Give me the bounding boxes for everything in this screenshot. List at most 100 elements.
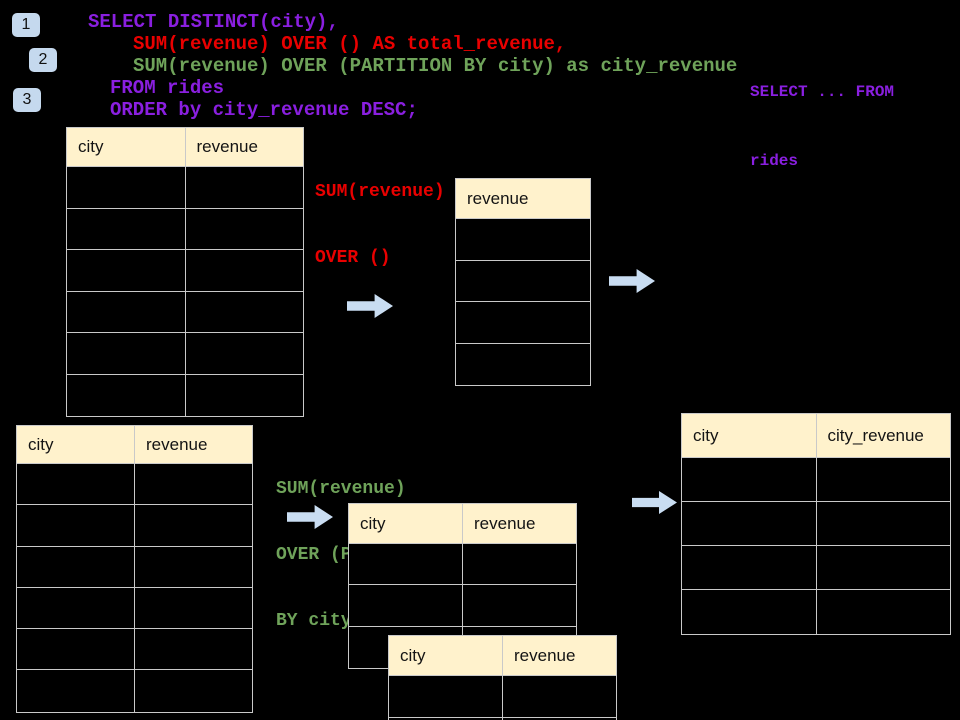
table-row	[67, 333, 303, 375]
sql-line-partition: SUM(revenue) OVER (PARTITION BY city) as…	[133, 55, 738, 77]
empty-cell	[349, 585, 463, 627]
empty-cell	[503, 676, 616, 718]
empty-cell	[17, 505, 135, 547]
side-note-select-from-rides: SELECT ... FROM rides	[750, 35, 894, 219]
empty-cell	[135, 464, 252, 506]
sql-line-total-revenue: SUM(revenue) OVER () AS total_revenue,	[133, 33, 567, 55]
sql-line-order-by: ORDER by city_revenue DESC;	[110, 99, 418, 121]
step-badge-2: 2	[29, 48, 57, 72]
empty-cell	[389, 717, 503, 720]
table-row	[17, 629, 252, 671]
table-row	[17, 505, 252, 547]
empty-cell	[135, 629, 252, 671]
empty-cell	[17, 587, 135, 630]
empty-cell	[456, 219, 590, 261]
column-header: city	[682, 414, 817, 458]
empty-cell	[135, 670, 252, 711]
annotation-line: SUM(revenue)	[276, 479, 406, 499]
empty-cell	[682, 590, 817, 634]
column-header: revenue	[456, 179, 590, 219]
table-total-revenue-result: revenue	[455, 178, 591, 386]
column-header: revenue	[185, 128, 303, 167]
arrow-right-icon	[609, 269, 655, 293]
empty-cell	[17, 546, 135, 588]
table-row	[456, 302, 590, 344]
table-row	[349, 544, 576, 586]
table-row	[17, 546, 252, 588]
table-row	[67, 208, 303, 250]
column-header: city_revenue	[816, 414, 950, 458]
empty-cell	[185, 250, 303, 292]
empty-cell	[17, 629, 135, 671]
empty-cell	[817, 590, 951, 634]
empty-cell	[185, 167, 303, 209]
sql-line-select: SELECT DISTINCT(city),	[88, 11, 339, 33]
empty-cell	[463, 544, 576, 586]
column-header: city	[349, 504, 463, 544]
empty-cell	[67, 291, 186, 333]
empty-cell	[135, 588, 252, 630]
empty-cell	[17, 670, 135, 712]
table-row	[17, 587, 252, 630]
arrow-right-icon	[632, 491, 677, 514]
column-header: revenue	[463, 504, 576, 544]
annotation-line: OVER ()	[315, 248, 391, 268]
empty-cell	[67, 167, 186, 209]
empty-cell	[456, 302, 590, 344]
empty-cell	[135, 505, 252, 547]
table-row	[67, 291, 303, 333]
table-row	[67, 167, 303, 209]
empty-cell	[816, 458, 950, 502]
column-header: city	[67, 128, 186, 167]
sql-line-from: FROM rides	[110, 77, 225, 99]
annotation-sum-over-all: SUM(revenue) OVER ()	[315, 137, 445, 313]
empty-cell	[349, 544, 463, 586]
empty-cell	[682, 502, 817, 546]
table-row	[67, 250, 303, 292]
table-row	[17, 464, 252, 506]
column-header: revenue	[503, 636, 616, 676]
empty-cell	[67, 250, 186, 292]
empty-cell	[816, 502, 950, 546]
empty-cell	[816, 546, 950, 590]
empty-cell	[17, 464, 135, 506]
table-row	[682, 502, 950, 546]
empty-cell	[186, 375, 304, 417]
step-badge-3: 3	[13, 88, 41, 112]
empty-cell	[67, 374, 186, 416]
table-header-row: revenue	[456, 179, 590, 219]
table-row	[682, 590, 950, 634]
table-row	[456, 219, 590, 261]
column-header: revenue	[135, 426, 252, 464]
side-note-line1: SELECT ... FROM	[750, 83, 895, 101]
annotation-line: SUM(revenue)	[315, 182, 445, 202]
empty-cell	[185, 209, 303, 250]
table-row	[456, 261, 590, 302]
empty-cell	[456, 344, 590, 386]
step-badge-1: 1	[12, 13, 40, 37]
empty-cell	[456, 261, 590, 302]
table-row	[682, 546, 950, 590]
table-row	[349, 585, 576, 627]
side-note-line2: rides	[750, 152, 799, 170]
table-row	[456, 344, 590, 386]
table-row	[67, 374, 304, 417]
column-header: city	[389, 636, 503, 676]
table-row	[17, 670, 252, 712]
empty-cell	[67, 333, 186, 375]
empty-cell	[389, 676, 503, 718]
table-row	[389, 717, 616, 720]
empty-cell	[67, 208, 186, 250]
table-row	[682, 458, 950, 502]
empty-cell	[135, 547, 252, 588]
empty-cell	[463, 585, 576, 627]
